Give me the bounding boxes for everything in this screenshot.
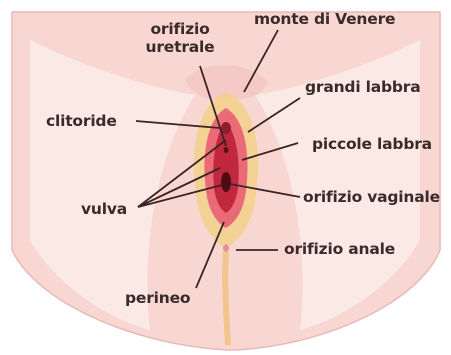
label-piccole-labbra: piccole labbra: [312, 135, 432, 153]
label-monte-di-venere: monte di Venere: [254, 10, 395, 28]
label-orifizio-uretrale: orifizio uretrale: [145, 20, 215, 56]
label-perineo: perineo: [125, 289, 190, 307]
label-grandi-labbra: grandi labbra: [305, 78, 421, 96]
label-orifizio-uretrale-line2: uretrale: [145, 38, 215, 56]
label-orifizio-uretrale-line1: orifizio: [145, 20, 215, 38]
urethral-opening: [224, 147, 229, 153]
clitoris: [221, 122, 231, 134]
label-clitoride: clitoride: [46, 112, 117, 130]
perineum-line: [225, 248, 228, 345]
label-orifizio-vaginale: orifizio vaginale: [303, 188, 440, 206]
label-orifizio-anale: orifizio anale: [284, 240, 395, 258]
vaginal-opening: [221, 172, 231, 192]
label-vulva: vulva: [81, 200, 127, 218]
